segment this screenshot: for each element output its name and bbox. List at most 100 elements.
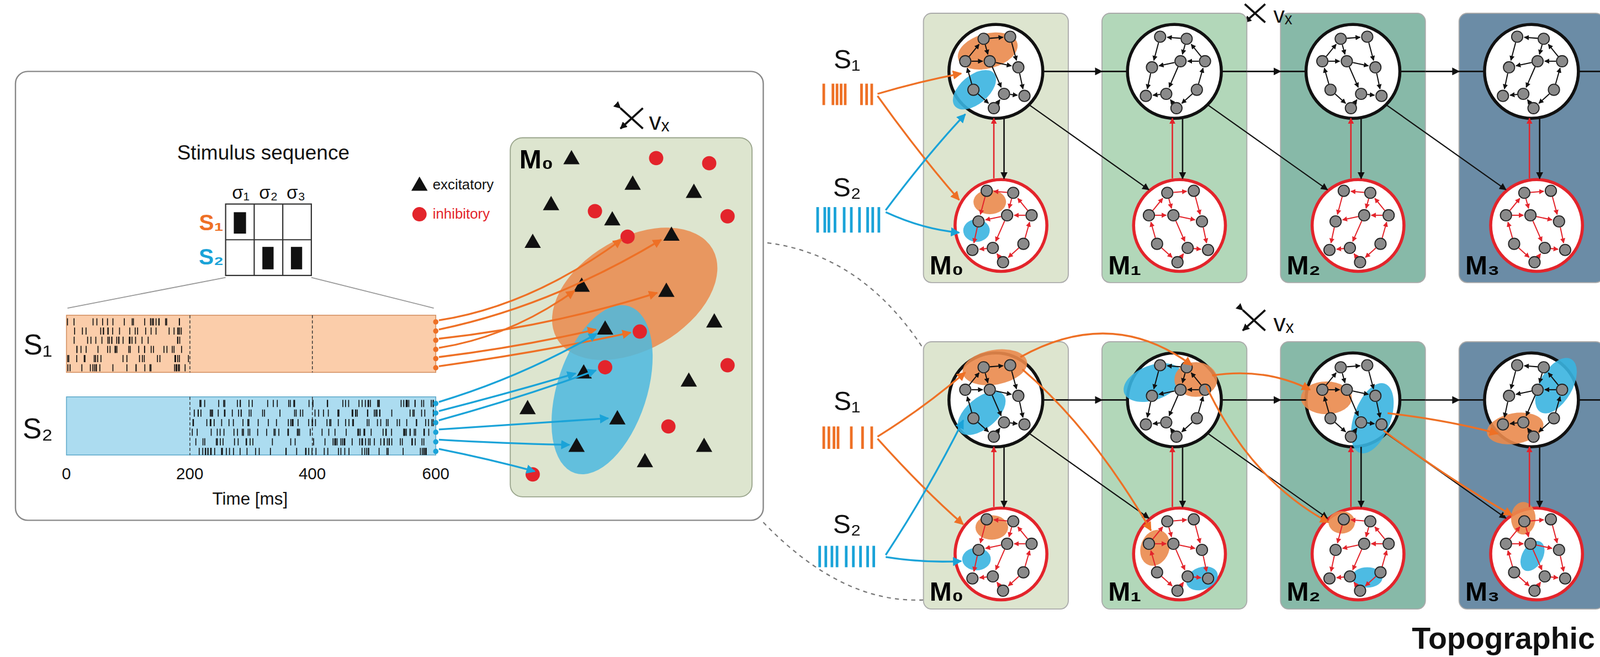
drawn-line [135,364,137,372]
drawn-path [877,438,963,525]
drawn-line [1352,62,1369,66]
drawn-ellipse [1300,381,1352,415]
drawn-line [383,438,385,446]
drawn-line [1365,247,1376,258]
drawn-line [424,428,426,436]
drawn-line [228,419,230,427]
drawn-line [129,327,131,335]
drawn-rect [850,426,854,449]
drawn-circle [1146,390,1158,402]
drawn-rect [823,207,827,233]
drawn-line [109,345,111,353]
drawn-line [1198,67,1204,84]
drawn-line [1578,70,1600,73]
drawn-circle [1338,513,1350,525]
drawn-line [315,419,317,427]
drawn-circle [972,215,984,227]
drawn-line [173,327,175,335]
drawn-line [408,399,410,407]
drawn-line [76,355,78,363]
drawn-g [945,26,1586,595]
drawn-line [1175,220,1185,242]
drawn-line [427,419,429,427]
drawn-line [1193,576,1201,578]
drawn-circle [1344,570,1356,582]
drawn-line [1336,576,1344,578]
drawn-line [219,428,221,436]
drawn-line [177,355,179,363]
drawn-line [95,336,97,344]
drawn-line [192,419,194,427]
drawn-line [68,355,70,363]
drawn-rect [860,83,863,106]
drawn-path [411,176,428,192]
drawn-line [1386,104,1507,190]
drawn-line [299,428,301,436]
text-label: vₓ [1273,2,1293,29]
drawn-line [406,419,408,427]
drawn-line [95,364,97,372]
drawn-line [111,336,113,344]
drawn-line [166,345,168,353]
drawn-circle [1001,209,1013,221]
drawn-line [158,318,160,326]
drawn-line [388,438,390,446]
drawn-line [1526,527,1529,537]
drawn-circle [1517,416,1529,428]
drawn-line [171,345,173,353]
drawn-circle [587,204,603,219]
drawn-line [414,399,416,407]
drawn-line [223,428,225,436]
drawn-circle [1497,90,1509,102]
drawn-line [364,399,367,407]
drawn-line [85,345,87,353]
drawn-line [155,327,157,335]
drawn-g [519,150,735,482]
drawn-rect [877,207,881,233]
drawn-path [608,410,626,425]
drawn-line [298,428,300,436]
drawn-line [1459,70,1485,73]
drawn-circle [1202,573,1214,585]
drawn-circle [1361,30,1373,42]
drawn-circle [1312,179,1405,272]
drawn-circle [433,346,439,353]
drawn-line [308,399,310,407]
drawn-rect [233,212,246,234]
drawn-line [216,438,219,446]
drawn-line [177,336,179,344]
drawn-line [247,428,249,436]
drawn-line [144,345,146,353]
drawn-line [112,364,114,372]
drawn-line [1280,70,1306,73]
drawn-line [1510,198,1520,211]
drawn-line [258,447,261,455]
drawn-line [323,447,325,455]
drawn-line [425,447,427,455]
drawn-line [1518,247,1530,258]
drawn-rect [15,71,764,521]
drawn-g [438,239,662,471]
drawn-line [236,428,238,436]
module-panel: M₂ [1280,341,1426,609]
drawn-line [1528,446,1531,507]
drawn-line [423,428,425,436]
module-label: M₀ [519,144,554,175]
drawn-circle [1508,566,1520,578]
drawn-line [359,428,362,436]
drawn-line [1334,422,1346,432]
drawn-line [204,447,206,455]
drawn-circle [1375,419,1387,431]
module-panel: M₁ [1102,13,1247,283]
drawn-line [1181,422,1192,432]
drawn-line [1544,389,1556,391]
drawn-line [1161,247,1173,258]
drawn-rect [866,546,870,568]
drawn-circle [1188,513,1200,525]
drawn-circle [1325,83,1337,95]
drawn-line [129,345,131,353]
drawn-line [225,239,312,241]
drawn-circle [1174,55,1186,67]
drawn-ellipse [959,344,1030,390]
drawn-rect [861,426,865,449]
